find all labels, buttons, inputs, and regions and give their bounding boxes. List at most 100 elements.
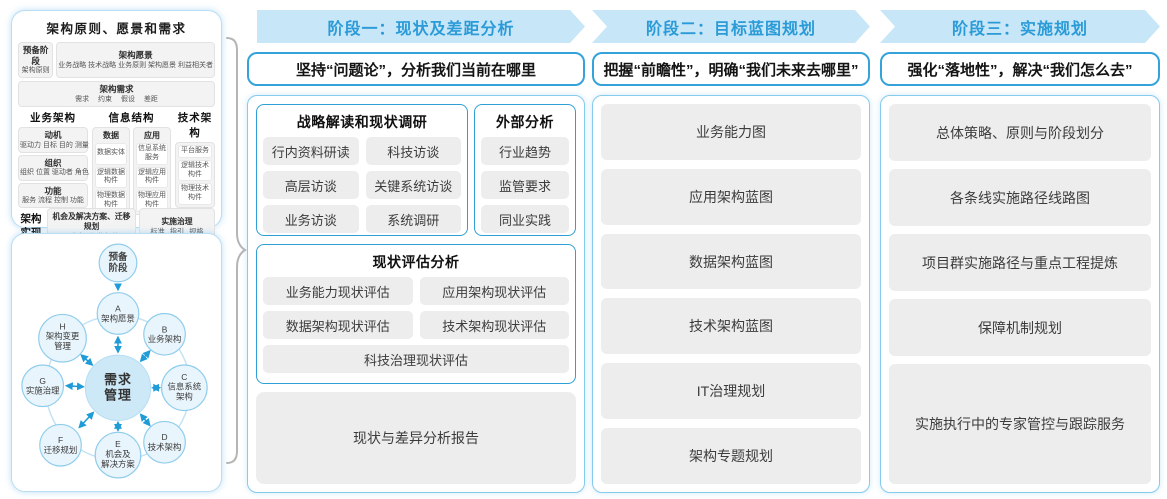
requirements-title: 架构需求	[99, 84, 134, 95]
phase2-column: 阶段二：目标蓝图规划 把握“前瞻性”，明确“我们未来去哪里” 业务能力图 应用架…	[592, 0, 870, 499]
information-header: 信息结构	[108, 112, 155, 125]
phase1-column: 阶段一：现状及差距分析 坚持“问题论”，分析我们当前在哪里 战略解读和现状调研 …	[247, 0, 585, 499]
prelim-title: 预备阶段	[22, 45, 49, 66]
svg-text:架构: 架构	[176, 392, 193, 402]
technology-item: 物理技术构件	[178, 183, 212, 205]
svg-text:解决方案: 解决方案	[101, 459, 135, 469]
adm-node-f: F 迁移规划	[39, 423, 82, 467]
svg-text:G: G	[39, 376, 46, 386]
prelim-sub: 架构原则	[21, 67, 50, 75]
assessment-item: 科技治理现状评估	[263, 345, 569, 373]
framework-row-requirements: 架构需求 需求 约束 假设 差距	[18, 81, 215, 108]
phase3-item: 保障机制规划	[889, 299, 1151, 357]
phase2-subtitle: 把握“前瞻性”，明确“我们未来去哪里”	[592, 52, 870, 86]
adm-node-a: A 架构愿景	[96, 292, 140, 335]
phase2-item: 应用架构蓝图	[601, 168, 861, 225]
phase3-column: 阶段三：实施规划 强化“落地性”，解决“我们怎么去” 总体策略、原则与阶段划分 …	[880, 0, 1160, 499]
vision-title: 架构愿景	[118, 50, 153, 61]
framework-columns: 业务架构 动机 驱动力 目标 目的 测量 组织 组织 位置 驱动者 角色 功能 …	[18, 110, 215, 215]
vision-sub: 业务战略 技术战略 业务原则 架构愿景 利益相关者	[58, 61, 213, 69]
arrow-center-f	[78, 411, 95, 429]
svg-text:需求: 需求	[104, 372, 132, 387]
vision-box: 架构愿景 业务战略 技术战略 业务原则 架构愿景 利益相关者	[56, 42, 215, 79]
adm-node-h: H 架构变更 管理	[38, 313, 87, 363]
assessment-item: 应用架构现状评估	[419, 277, 569, 305]
adm-node-b: B 业务架构	[143, 312, 186, 356]
adm-node-center: 需求 管理	[84, 354, 152, 421]
phase2-item: 数据架构蓝图	[601, 233, 861, 290]
strategy-research-title: 战略解读和现状调研	[296, 114, 428, 130]
strategy-item: 行内资料研读	[263, 137, 359, 165]
phase2-item: 架构专题规划	[601, 428, 861, 484]
assessment-grid: 业务能力现状评估 应用架构现状评估 数据架构现状评估 技术架构现状评估 科技治理…	[263, 277, 569, 373]
business-architecture-column: 业务架构 动机 驱动力 目标 目的 测量 组织 组织 位置 驱动者 角色 功能 …	[18, 110, 89, 209]
phase3-item: 项目群实施路径与重点工程提炼	[889, 234, 1151, 292]
function-title: 功能	[44, 185, 62, 196]
framework-title: 架构原则、愿景和需求	[46, 22, 187, 36]
strategy-item: 关键系统访谈	[365, 171, 461, 199]
data-title: 数据	[103, 131, 119, 141]
strategy-item: 科技访谈	[365, 137, 461, 165]
svg-text:管理: 管理	[104, 388, 132, 403]
external-item: 行业趋势	[481, 137, 569, 165]
arrow-center-g	[64, 382, 85, 391]
external-item: 同业实践	[481, 205, 569, 233]
motivation-box: 动机 驱动力 目标 目的 测量	[18, 127, 89, 153]
organization-box: 组织 组织 位置 驱动者 角色	[18, 154, 89, 181]
svg-text:技术架构: 技术架构	[148, 442, 182, 452]
phase3-content-panel: 总体策略、原则与阶段划分 各条线实施路径线路图 项目群实施路径与重点工程提炼 保…	[880, 95, 1160, 493]
svg-text:E: E	[115, 439, 121, 449]
adm-node-d: D 技术架构	[143, 420, 186, 464]
svg-text:H: H	[59, 321, 65, 331]
function-box: 功能 服务 流程 控制 功能	[18, 182, 88, 209]
svg-text:迁移规划: 迁移规划	[44, 445, 78, 455]
phase2-item: 技术架构蓝图	[601, 298, 861, 355]
technology-architecture-column: 技术架构 平台服务 逻辑技术构件 物理技术构件	[175, 110, 215, 208]
data-item: 数据实体	[95, 143, 127, 165]
svg-text:实施治理: 实施治理	[26, 386, 60, 396]
data-subcolumn: 数据 数据实体 逻辑数据构件 物理数据构件	[92, 127, 130, 215]
organization-sub: 组织 位置 驱动者 角色	[20, 169, 89, 177]
phase2-list: 业务能力图 应用架构蓝图 数据架构蓝图 技术架构蓝图 IT治理规划 架构专题规划	[601, 104, 861, 484]
phase2-content-panel: 业务能力图 应用架构蓝图 数据架构蓝图 技术架构蓝图 IT治理规划 架构专题规划	[592, 95, 870, 493]
motivation-title: 动机	[44, 130, 62, 141]
strategy-item: 高层访谈	[263, 171, 359, 199]
motivation-sub: 驱动力 目标 目的 测量	[20, 141, 89, 149]
impl-governance-sub: 标准 指引 规格	[150, 226, 204, 236]
svg-text:D: D	[162, 432, 168, 442]
assessment-item: 业务能力现状评估	[263, 277, 413, 305]
brace-connector	[226, 37, 247, 464]
phase1-top-row: 战略解读和现状调研 行内资料研读 科技访谈 高层访谈 关键系统访谈 业务访谈 系…	[256, 104, 576, 236]
phase1-subtitle: 坚持“问题论”，分析我们当前在哪里	[247, 52, 585, 86]
external-analysis-box: 外部分析 行业趋势 监管要求 同业实践	[474, 104, 576, 236]
assessment-title: 现状评估分析	[372, 254, 460, 270]
architecture-framework-panel: 架构原则、愿景和需求 预备阶段 架构原则 架构愿景 业务战略 技术战略 业务原则…	[11, 10, 222, 246]
svg-text:C: C	[181, 372, 187, 382]
function-sub: 服务 流程 控制 功能	[22, 197, 84, 205]
phase3-item: 总体策略、原则与阶段划分	[889, 104, 1151, 162]
adm-node-preliminary: 预备 阶段	[98, 243, 138, 283]
svg-text:架构愿景: 架构愿景	[101, 313, 135, 323]
phase3-banner-label: 阶段三：实施规划	[951, 20, 1088, 38]
svg-text:架构变更: 架构变更	[46, 331, 80, 341]
assessment-item: 数据架构现状评估	[263, 311, 413, 339]
opportunities-title: 机会及解决方案、迁移规划	[52, 212, 131, 231]
adm-cycle-diagram: 预备 阶段 A 架构愿景 B 业务架构 C 信息系统 架构 D	[21, 243, 208, 479]
strategy-research-box: 战略解读和现状调研 行内资料研读 科技访谈 高层访谈 关键系统访谈 业务访谈 系…	[256, 104, 468, 236]
phase3-item: 实施执行中的专家管控与跟踪服务	[889, 364, 1151, 484]
svg-text:B: B	[162, 324, 168, 334]
svg-text:预备: 预备	[109, 251, 128, 262]
svg-text:业务架构: 业务架构	[148, 334, 182, 344]
phase2-banner-label: 阶段二：目标蓝图规划	[645, 20, 816, 38]
requirements-box: 架构需求 需求 约束 假设 差距	[18, 81, 215, 108]
phase3-item: 各条线实施路径线路图	[889, 169, 1151, 227]
svg-text:阶段: 阶段	[109, 262, 128, 273]
phase2-banner: 阶段二：目标蓝图规划	[592, 10, 870, 43]
application-title: 应用	[144, 131, 160, 141]
adm-node-c: C 信息系统 架构	[160, 364, 208, 412]
external-analysis-list: 行业趋势 监管要求 同业实践	[481, 137, 569, 233]
current-state-assessment-box: 现状评估分析 业务能力现状评估 应用架构现状评估 数据架构现状评估 技术架构现状…	[256, 244, 576, 384]
svg-text:管理: 管理	[54, 341, 71, 351]
phase2-item: 业务能力图	[601, 104, 861, 160]
impl-governance-title: 实施治理	[161, 217, 193, 227]
